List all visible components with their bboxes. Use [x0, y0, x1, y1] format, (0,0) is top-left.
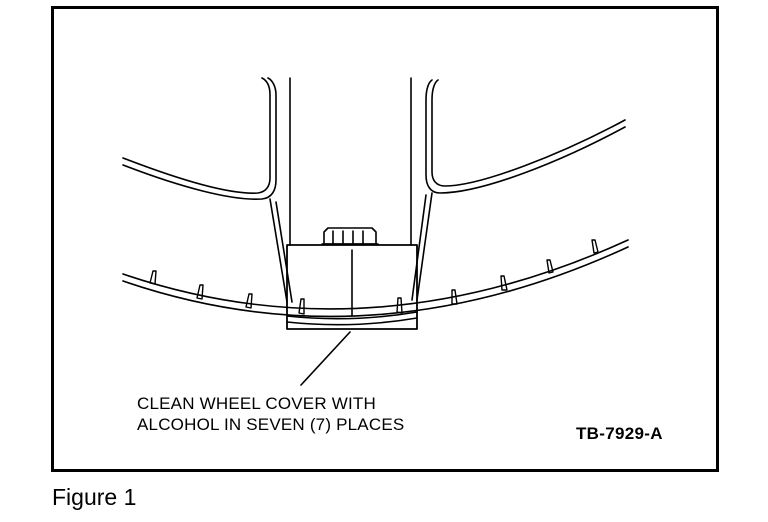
valve-stem	[321, 227, 379, 245]
figure-code: TB-7929-A	[576, 424, 663, 443]
callout-text: CLEAN WHEEL COVER WITH ALCOHOL IN SEVEN …	[137, 393, 404, 435]
callout-line-2: ALCOHOL IN SEVEN (7) PLACES	[137, 415, 405, 434]
callout-line-1: CLEAN WHEEL COVER WITH	[137, 394, 376, 413]
callout-box	[286, 244, 418, 330]
figure-caption: Figure 1	[52, 484, 137, 510]
leader-line	[300, 331, 351, 386]
spoke-outline	[122, 77, 626, 303]
wheel-rim	[122, 239, 629, 318]
figure-frame	[51, 6, 719, 472]
rim-clips	[149, 239, 599, 315]
